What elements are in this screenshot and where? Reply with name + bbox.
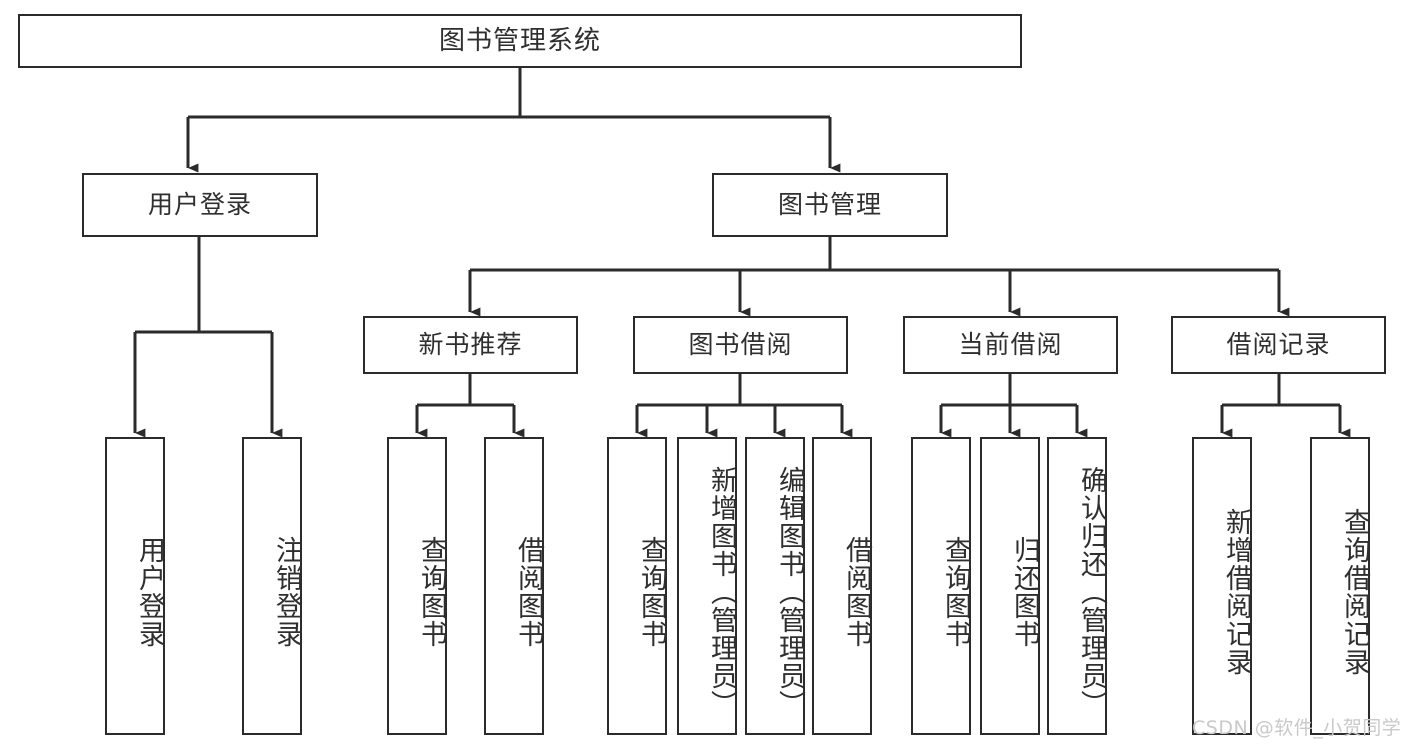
node-label: 新书推荐 <box>418 330 523 360</box>
node-label: 确认归还（管理员） <box>1076 466 1107 718</box>
leaf-borrow-record-query-record[interactable]: 查询借阅记录 <box>1310 437 1370 735</box>
node-label: 借阅图书 <box>513 536 544 648</box>
leaf-book-borrow-borrow-book[interactable]: 借阅图书 <box>812 437 872 735</box>
leaf-book-borrow-query-book[interactable]: 查询图书 <box>607 437 667 735</box>
leaf-book-borrow-add-book-admin[interactable]: 新增图书（管理员） <box>677 437 737 735</box>
leaf-user-login-login[interactable]: 用户登录 <box>105 437 165 735</box>
node-label: 新增借阅记录 <box>1221 508 1252 676</box>
node-book-borrow[interactable]: 图书借阅 <box>633 316 848 374</box>
node-label: 用户登录 <box>147 190 252 220</box>
leaf-current-borrow-query-book[interactable]: 查询图书 <box>911 437 971 735</box>
node-label: 借阅图书 <box>841 536 872 648</box>
node-label: 查询图书 <box>416 536 447 648</box>
leaf-new-book-borrow-book[interactable]: 借阅图书 <box>484 437 544 735</box>
node-label: 查询图书 <box>636 536 667 648</box>
node-label: 新增图书（管理员） <box>706 466 737 718</box>
node-new-book-recommend[interactable]: 新书推荐 <box>363 316 578 374</box>
node-book-management[interactable]: 图书管理 <box>712 173 948 237</box>
leaf-book-borrow-edit-book-admin[interactable]: 编辑图书（管理员） <box>745 437 805 735</box>
leaf-current-borrow-confirm-return-admin[interactable]: 确认归还（管理员） <box>1047 437 1107 735</box>
node-current-borrow[interactable]: 当前借阅 <box>903 316 1118 374</box>
node-user-login[interactable]: 用户登录 <box>82 173 318 237</box>
leaf-current-borrow-return-book[interactable]: 归还图书 <box>980 437 1040 735</box>
node-label: 当前借阅 <box>958 330 1063 360</box>
leaf-user-login-logout[interactable]: 注销登录 <box>242 437 302 735</box>
node-label: 归还图书 <box>1009 536 1040 648</box>
node-label: 查询借阅记录 <box>1339 508 1370 676</box>
leaf-borrow-record-add-record[interactable]: 新增借阅记录 <box>1192 437 1252 735</box>
leaf-new-book-query-book[interactable]: 查询图书 <box>387 437 447 735</box>
node-label: 图书借阅 <box>688 330 793 360</box>
node-label: 图书管理 <box>777 190 882 220</box>
node-label: 查询图书 <box>940 536 971 648</box>
node-root-book-management-system[interactable]: 图书管理系统 <box>18 14 1022 68</box>
node-label: 注销登录 <box>271 536 302 648</box>
node-label: 借阅记录 <box>1226 330 1331 360</box>
node-label: 编辑图书（管理员） <box>774 466 805 718</box>
node-label: 用户登录 <box>134 536 165 648</box>
node-label: 图书管理系统 <box>438 25 601 56</box>
node-borrow-record[interactable]: 借阅记录 <box>1171 316 1386 374</box>
csdn-watermark: CSDN @软件_小贺同学 <box>1192 717 1402 739</box>
